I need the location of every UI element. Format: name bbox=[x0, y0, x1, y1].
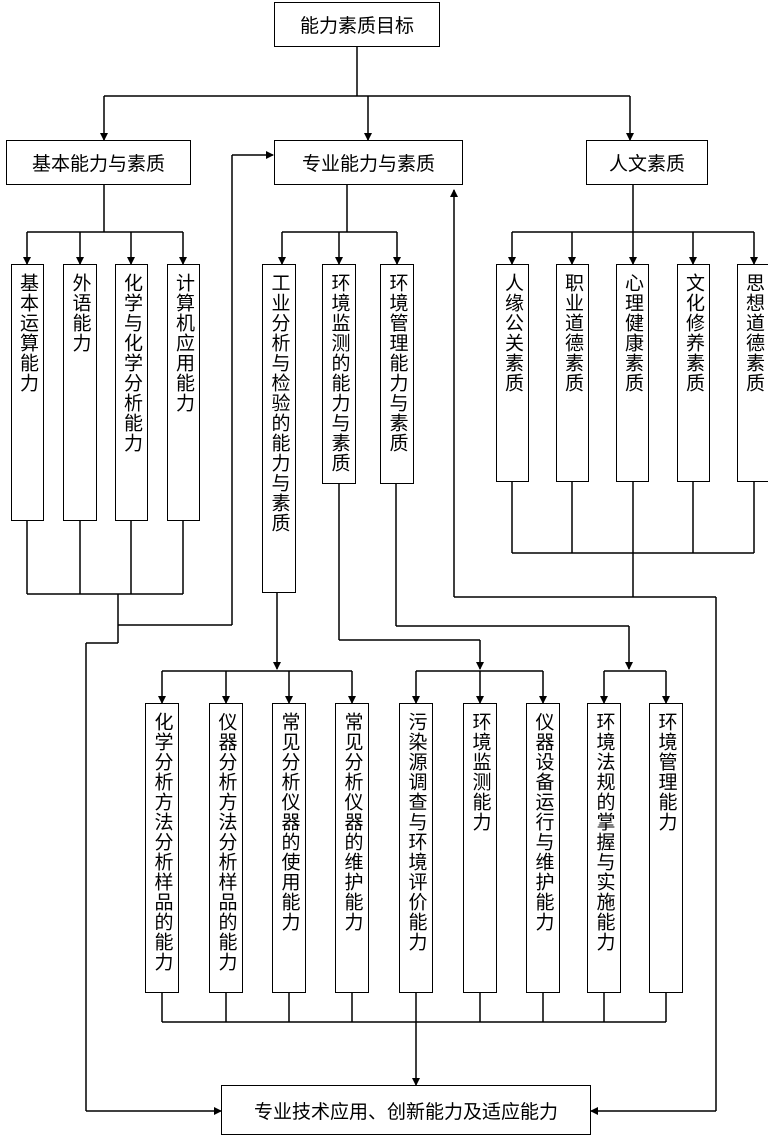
basic-ability-label: 基本能力与素质 bbox=[31, 153, 165, 175]
detail-item-label: 环境管理能力 bbox=[655, 712, 678, 832]
detail-item-label: 环境法规的掌握与实施能力 bbox=[593, 712, 616, 952]
professional-ability-box: 专业能力与素质 bbox=[274, 140, 463, 185]
professional-item-label: 工业分析与检验的能力与素质 bbox=[268, 273, 291, 533]
humanities-item: 心理健康素质 bbox=[616, 264, 649, 482]
detail-item-label: 环境监测能力 bbox=[469, 712, 492, 832]
humanities-item-label: 文化修养素质 bbox=[683, 273, 705, 393]
professional-ability-label: 专业能力与素质 bbox=[301, 153, 435, 175]
humanities-box: 人文素质 bbox=[586, 140, 708, 185]
basic-item-label: 外语能力 bbox=[69, 273, 92, 353]
humanities-item: 人缘公关素质 bbox=[496, 264, 529, 482]
bottom-box: 专业技术应用、创新能力及适应能力 bbox=[221, 1085, 591, 1135]
humanities-item: 思想道德素质 bbox=[737, 264, 768, 482]
detail-item: 污染源调查与环境评价能力 bbox=[399, 703, 433, 993]
detail-item: 仪器分析方法分析样品的能力 bbox=[209, 703, 243, 993]
basic-item: 化学与化学分析能力 bbox=[115, 264, 148, 521]
basic-item-label: 化学与化学分析能力 bbox=[121, 273, 143, 453]
detail-item: 化学分析方法分析样品的能力 bbox=[145, 703, 179, 993]
basic-ability-box: 基本能力与素质 bbox=[6, 140, 191, 185]
basic-item: 外语能力 bbox=[63, 264, 97, 521]
detail-item: 常见分析仪器的使用能力 bbox=[272, 703, 306, 993]
basic-item: 计算机应用能力 bbox=[167, 264, 200, 521]
detail-item: 环境法规的掌握与实施能力 bbox=[587, 703, 621, 993]
basic-item-label: 基本运算能力 bbox=[17, 273, 39, 393]
detail-item: 常见分析仪器的维护能力 bbox=[335, 703, 369, 993]
detail-item-label: 仪器分析方法分析样品的能力 bbox=[215, 712, 238, 972]
detail-item-label: 仪器设备运行与维护能力 bbox=[532, 712, 555, 932]
bottom-label: 专业技术应用、创新能力及适应能力 bbox=[253, 1100, 558, 1123]
detail-item: 环境监测能力 bbox=[463, 703, 497, 993]
professional-item: 工业分析与检验的能力与素质 bbox=[262, 264, 296, 593]
professional-item-label: 环境监测的能力与素质 bbox=[328, 273, 351, 473]
detail-item-label: 污染源调查与环境评价能力 bbox=[405, 712, 428, 952]
basic-item-label: 计算机应用能力 bbox=[173, 273, 195, 413]
humanities-item-label: 思想道德素质 bbox=[743, 273, 765, 393]
humanities-item: 文化修养素质 bbox=[677, 264, 710, 482]
detail-item: 仪器设备运行与维护能力 bbox=[526, 703, 560, 993]
root-box: 能力素质目标 bbox=[274, 2, 440, 47]
basic-item: 基本运算能力 bbox=[11, 264, 44, 521]
professional-item: 环境管理能力与素质 bbox=[380, 264, 414, 484]
humanities-item-label: 心理健康素质 bbox=[622, 273, 644, 393]
detail-item-label: 常见分析仪器的维护能力 bbox=[341, 712, 364, 932]
humanities-item-label: 人缘公关素质 bbox=[502, 273, 524, 393]
root-label: 能力素质目标 bbox=[299, 15, 414, 37]
detail-item: 环境管理能力 bbox=[649, 703, 683, 993]
humanities-label: 人文素质 bbox=[608, 153, 685, 175]
detail-item-label: 化学分析方法分析样品的能力 bbox=[151, 712, 174, 972]
detail-item-label: 常见分析仪器的使用能力 bbox=[278, 712, 301, 932]
professional-item: 环境监测的能力与素质 bbox=[322, 264, 356, 484]
humanities-item: 职业道德素质 bbox=[556, 264, 589, 482]
humanities-item-label: 职业道德素质 bbox=[562, 273, 584, 393]
professional-item-label: 环境管理能力与素质 bbox=[386, 273, 409, 453]
